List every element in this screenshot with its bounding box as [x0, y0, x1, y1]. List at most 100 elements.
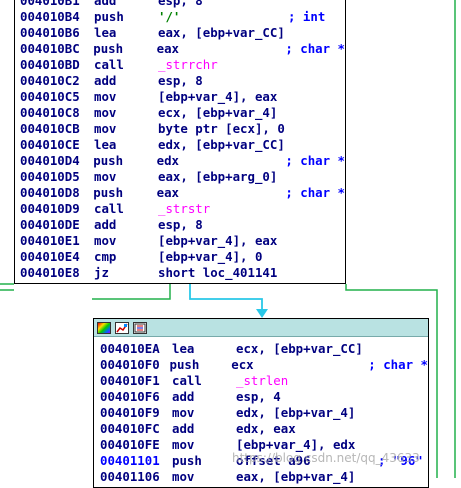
- address: 004010F1: [100, 373, 160, 388]
- operand: byte ptr [ecx], 0: [158, 121, 285, 136]
- asm-row[interactable]: 004010CB mov byte ptr [ecx], 0: [15, 121, 345, 137]
- operand: esp, 4: [236, 389, 281, 404]
- mnemonic: push: [94, 9, 124, 24]
- address: 004010C8: [20, 105, 80, 120]
- mnemonic: add: [172, 421, 195, 436]
- asm-row[interactable]: 004010C2 add esp, 8: [15, 73, 345, 89]
- address: 00401101: [100, 453, 160, 468]
- operand: esp, 8: [158, 73, 203, 88]
- jump-target[interactable]: short loc_401141: [158, 265, 278, 280]
- address: 004010E4: [20, 249, 80, 264]
- mnemonic: mov: [94, 105, 117, 120]
- asm-row[interactable]: 004010CE lea edx, [ebp+var_CC]: [15, 137, 345, 153]
- mnemonic: add: [94, 217, 117, 232]
- mnemonic: push: [93, 185, 124, 200]
- address: 004010F6: [100, 389, 160, 404]
- operand: eax, [ebp+var_CC]: [158, 25, 285, 40]
- operand: ecx, [ebp+var_4]: [158, 105, 278, 120]
- comment: ; char *: [368, 357, 428, 372]
- block-header: [94, 319, 428, 337]
- watermark: https://blog.csdn.net/qq_43633: [232, 451, 420, 465]
- operand: ecx, [ebp+var_CC]: [236, 341, 363, 356]
- operand: eax, [ebp+var_4]: [236, 469, 356, 484]
- edge-false-branch: [92, 284, 171, 300]
- address: 004010BC: [20, 41, 80, 56]
- operand: edx: [156, 153, 180, 168]
- operand: edx, eax: [236, 421, 296, 436]
- comment: ; char *: [285, 41, 346, 56]
- zoom-icon[interactable]: [133, 321, 147, 334]
- address: 004010CB: [20, 121, 80, 136]
- mnemonic: lea: [94, 137, 117, 152]
- mnemonic: push: [172, 453, 202, 468]
- mnemonic: push: [93, 153, 124, 168]
- address: 004010D4: [20, 153, 80, 168]
- comment: ; char *: [285, 185, 346, 200]
- mnemonic: lea: [94, 25, 117, 40]
- operand: esp, 8: [158, 217, 203, 232]
- address: 004010D5: [20, 169, 80, 184]
- asm-row[interactable]: 004010F6 add esp, 4: [94, 389, 428, 405]
- mnemonic: call: [94, 201, 124, 216]
- operand: [ebp+var_4], 0: [158, 249, 263, 264]
- asm-row[interactable]: 004010B6 lea eax, [ebp+var_CC]: [15, 25, 345, 41]
- address: 004010FE: [100, 437, 160, 452]
- graph-icon[interactable]: [115, 321, 129, 334]
- address: 004010B6: [20, 25, 80, 40]
- address: 004010E1: [20, 233, 80, 248]
- operand: '/': [158, 9, 181, 24]
- operand: edx, [ebp+var_CC]: [158, 137, 285, 152]
- address: 004010C2: [20, 73, 80, 88]
- mnemonic: call: [172, 373, 202, 388]
- address: 004010F9: [100, 405, 160, 420]
- asm-row[interactable]: 004010F9 mov edx, [ebp+var_4]: [94, 405, 428, 421]
- mnemonic: mov: [94, 169, 117, 184]
- operand: edx, [ebp+var_4]: [236, 405, 356, 420]
- address: 004010C5: [20, 89, 80, 104]
- mnemonic: mov: [94, 121, 117, 136]
- address: 004010EA: [100, 341, 160, 356]
- mnemonic: mov: [172, 469, 195, 484]
- operand: esp, 8: [158, 0, 203, 8]
- address: 004010F0: [100, 357, 160, 372]
- asm-row[interactable]: 004010F1 call _strlen: [94, 373, 428, 389]
- mnemonic: call: [94, 57, 124, 72]
- mnemonic: add: [172, 389, 195, 404]
- address: 004010CE: [20, 137, 80, 152]
- mnemonic: mov: [172, 405, 195, 420]
- mnemonic: mov: [172, 437, 195, 452]
- function-ref[interactable]: _strrchr: [158, 57, 218, 72]
- color-palette-icon[interactable]: [97, 321, 111, 334]
- function-ref[interactable]: _strlen: [236, 373, 289, 388]
- operand: [ebp+var_4], eax: [158, 89, 278, 104]
- function-ref[interactable]: _strstr: [158, 201, 211, 216]
- mnemonic: mov: [94, 89, 117, 104]
- mnemonic: add: [94, 0, 117, 8]
- address: 004010D8: [20, 185, 80, 200]
- asm-row[interactable]: 004010C8 mov ecx, [ebp+var_4]: [15, 105, 345, 121]
- mnemonic: add: [94, 73, 117, 88]
- asm-row[interactable]: 004010C5 mov [ebp+var_4], eax: [15, 89, 345, 105]
- edge-left-green: [0, 283, 14, 291]
